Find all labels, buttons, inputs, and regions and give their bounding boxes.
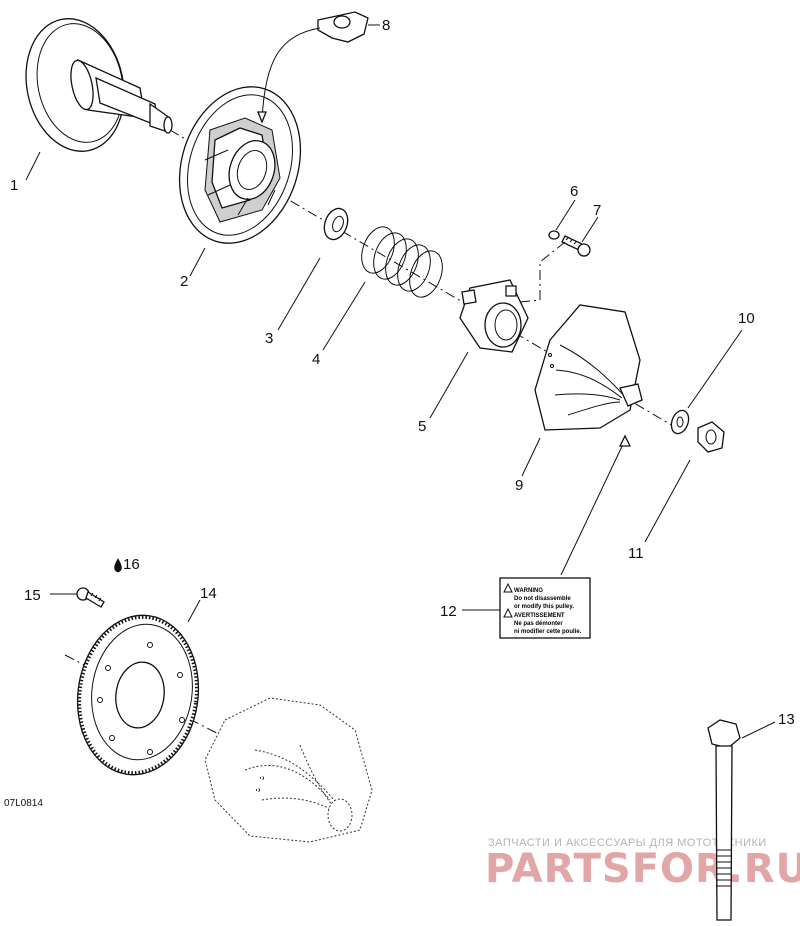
callout-8: 8 — [382, 17, 390, 34]
callout-2: 2 — [180, 273, 188, 290]
callout-7: 7 — [593, 202, 601, 219]
screw-part-15 — [76, 587, 105, 608]
warning-label-part-12: WARNING Do not disassemble or modify thi… — [499, 577, 591, 639]
screw-axis — [519, 241, 566, 303]
cam-part-5 — [459, 279, 529, 353]
callout-9: 9 — [515, 477, 523, 494]
callout-16: 16 — [123, 556, 140, 573]
callout-11: 11 — [628, 545, 644, 562]
lower-assembly-axis — [64, 654, 241, 746]
ring-gear-part-14 — [76, 614, 200, 776]
spring-part-4 — [361, 226, 443, 298]
callout-1: 1 — [10, 177, 18, 194]
callout-4: 4 — [312, 351, 320, 368]
callout-14: 14 — [200, 585, 217, 602]
label-warning-heading: WARNING — [514, 588, 543, 594]
washer-part-10 — [670, 409, 690, 435]
screw-part-7 — [561, 235, 591, 257]
movable-sheave-part-2 — [178, 86, 302, 244]
label-avertissement-heading: AVERTISSEMENT — [514, 613, 565, 619]
thread-locker-drop-icon — [114, 558, 122, 573]
label-warning-line-2: or modify this pulley. — [514, 604, 574, 610]
callout-15: 15 — [24, 587, 41, 604]
warning-triangle-icon — [503, 607, 513, 618]
cam-slider-part-8 — [257, 11, 369, 124]
callout-5: 5 — [418, 418, 426, 435]
warning-triangle-icon — [503, 582, 513, 593]
callout-12: 12 — [440, 603, 457, 620]
washer-part-6 — [548, 230, 560, 240]
reference-sheave-ghost — [204, 697, 373, 843]
callout-13: 13 — [778, 711, 795, 728]
watermark: ЗАПЧАСТИ И АКСЕССУАРЫ ДЛЯ МОТОТЕХНИКИ PA… — [485, 837, 800, 892]
label-warning-line-1: Do not disassemble — [514, 596, 571, 602]
callout-3: 3 — [265, 330, 273, 347]
watermark-subtitle: ЗАПЧАСТИ И АКСЕССУАРЫ ДЛЯ МОТОТЕХНИКИ — [488, 837, 767, 849]
diagram-code: 07L0814 — [4, 798, 43, 809]
fixed-sheave-part-1 — [25, 18, 173, 152]
washer-part-3 — [323, 207, 349, 241]
callout-numbers: 1 2 3 4 5 6 7 8 9 10 11 12 13 14 15 16 — [10, 17, 795, 728]
callout-6: 6 — [570, 183, 578, 200]
nut-part-11 — [697, 421, 725, 453]
label-avertissement-line-2: ni modifier cette poulie. — [514, 629, 582, 635]
bolt-part-13 — [707, 719, 741, 921]
watermark-brand: PARTSFOR.RU — [485, 846, 800, 892]
cover-part-9 — [534, 304, 643, 431]
leader-lines — [25, 24, 776, 739]
label-avertissement-line-1: Ne pas démonter — [514, 621, 563, 627]
callout-10: 10 — [738, 310, 755, 327]
